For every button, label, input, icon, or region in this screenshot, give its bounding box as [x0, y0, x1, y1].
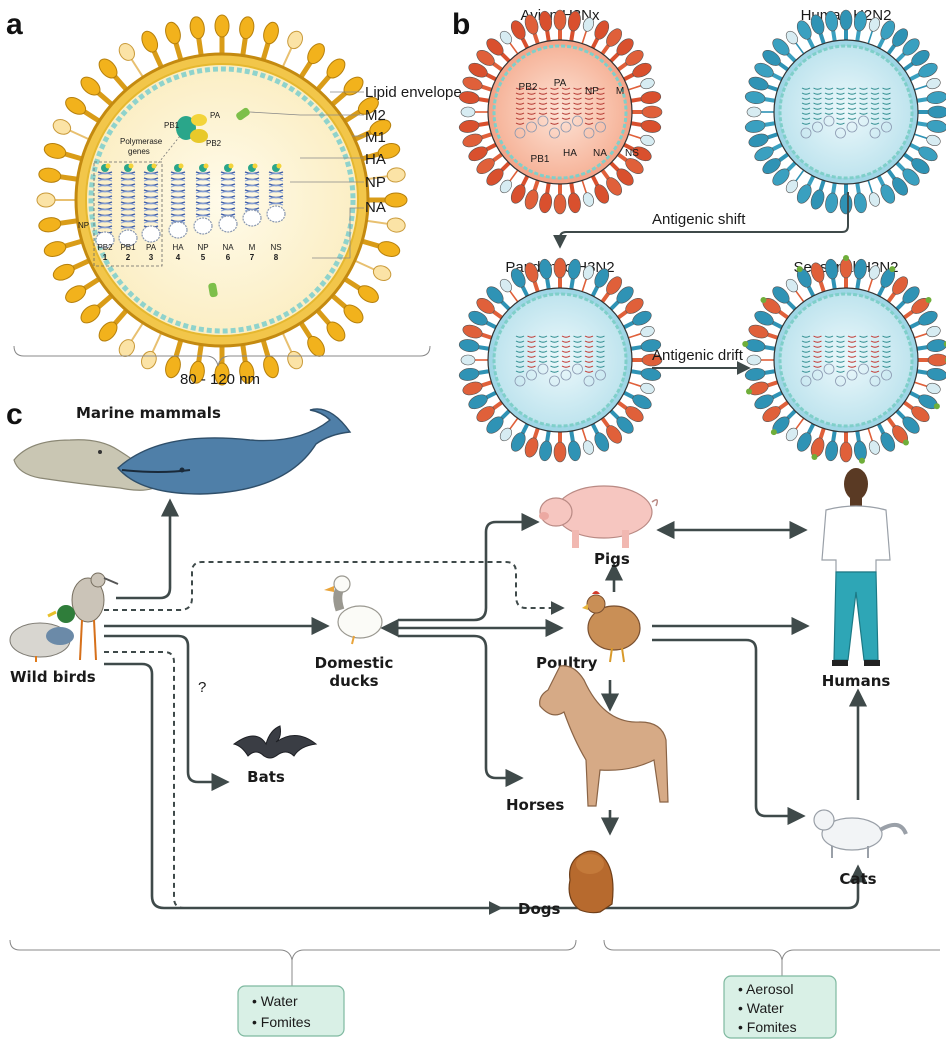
label-lipid-envelope: Lipid envelope: [365, 84, 462, 101]
segment-name: HA: [172, 243, 184, 252]
avian-segment-label: HA: [563, 148, 577, 159]
host-domestic-ducks-2: ducks: [329, 672, 378, 690]
bat-illustration: [234, 726, 316, 758]
arrow-wild-to-bats: [104, 636, 226, 782]
route-left-fomites: • Fomites: [252, 1014, 311, 1030]
avian-segment-label: NA: [593, 148, 607, 159]
label-na: NA: [365, 199, 386, 216]
host-bats: Bats: [247, 768, 285, 786]
bats-question-mark: ?: [198, 679, 206, 696]
segment-number: 8: [274, 253, 279, 262]
segment-name: PB2: [97, 243, 113, 252]
np-side-label: NP: [78, 221, 89, 230]
arrow-ducks-to-horses: [398, 636, 520, 778]
segment-name: PB1: [120, 243, 136, 252]
host-horses: Horses: [506, 796, 564, 814]
segment-number: 2: [126, 253, 131, 262]
avian-segment-label: PB2: [519, 82, 538, 93]
segment-name: NS: [270, 243, 281, 252]
host-marine-mammals: Marine mammals: [76, 404, 221, 422]
route-left-water: • Water: [252, 993, 298, 1009]
avian-segment-label: PA: [554, 78, 567, 89]
host-dogs: Dogs: [518, 900, 560, 918]
seasonal-virion: [742, 255, 946, 464]
label-m2: M2: [365, 107, 386, 124]
horse-illustration: [540, 666, 668, 806]
route-right-water: • Water: [738, 1000, 784, 1016]
pig-illustration: [539, 486, 657, 548]
pa-label: PA: [210, 111, 221, 120]
host-wild-birds: Wild birds: [10, 668, 96, 686]
arrow-wild-to-cats: [104, 664, 858, 908]
panel-b: b Avian H3Nx Human H2N2 Pandemic H3N2 Se…: [452, 7, 946, 464]
bracket-right: [604, 940, 940, 960]
avian-segment-label: NS: [625, 148, 639, 159]
segment-number: 7: [250, 253, 255, 262]
arrow-poultry-to-cats: [652, 640, 802, 816]
pb2-label: PB2: [206, 139, 222, 148]
polymerase-title-1: Polymerase: [120, 137, 163, 146]
avian-virion: [458, 10, 662, 214]
scale-label: 80 - 120 nm: [180, 371, 260, 388]
dog-illustration: [569, 851, 613, 913]
label-ha: HA: [365, 151, 386, 168]
arrow-wild-to-poultry: [104, 562, 562, 610]
segment-name: M: [249, 243, 256, 252]
host-domestic-ducks-1: Domestic: [315, 654, 394, 672]
host-cats: Cats: [839, 870, 876, 888]
segment-name: PA: [146, 243, 157, 252]
human-virion: [744, 10, 946, 214]
panel-a: a PB1 PA PB2 Polymerase genes NP PB21PB1…: [6, 8, 462, 388]
arrow-wild-to-marine: [116, 502, 170, 598]
wild-birds-illustration: [10, 573, 118, 662]
pb1-label: PB1: [164, 121, 180, 130]
domestic-duck-illustration: [324, 576, 382, 644]
label-np: NP: [365, 174, 386, 191]
polymerase-title-2: genes: [128, 147, 150, 156]
segment-name: NA: [222, 243, 234, 252]
segment-number: 1: [103, 253, 108, 262]
panel-a-letter: a: [6, 8, 23, 41]
panel-c: c: [6, 398, 940, 1038]
arrow-wild-to-dogs: [104, 652, 500, 908]
route-right-fomites: • Fomites: [738, 1019, 797, 1035]
segment-number: 4: [176, 253, 181, 262]
antigenic-shift-label: Antigenic shift: [652, 211, 746, 228]
poultry-illustration: [582, 591, 640, 662]
pandemic-virion: [458, 258, 662, 462]
transmission-arrows-dashed: [104, 562, 562, 908]
avian-segment-label: PB1: [531, 154, 550, 165]
virion-a-interior: [86, 64, 358, 336]
segment-number: 5: [201, 253, 206, 262]
avian-segment-label: NP: [585, 86, 599, 97]
segment-number: 3: [149, 253, 154, 262]
label-m1: M1: [365, 129, 386, 146]
route-right-aerosol: • Aerosol: [738, 981, 794, 997]
cat-illustration: [814, 810, 906, 858]
panel-b-letter: b: [452, 8, 470, 41]
arrow-ducks-to-pigs: [398, 522, 536, 620]
bracket-left: [10, 940, 576, 960]
host-pigs: Pigs: [594, 550, 630, 568]
segment-number: 6: [226, 253, 231, 262]
human-illustration: [822, 468, 890, 666]
avian-segment-label: M: [616, 86, 624, 97]
host-humans: Humans: [822, 672, 891, 690]
segment-name: NP: [197, 243, 208, 252]
panel-c-letter: c: [6, 398, 23, 431]
antigenic-drift-label: Antigenic drift: [652, 347, 744, 364]
